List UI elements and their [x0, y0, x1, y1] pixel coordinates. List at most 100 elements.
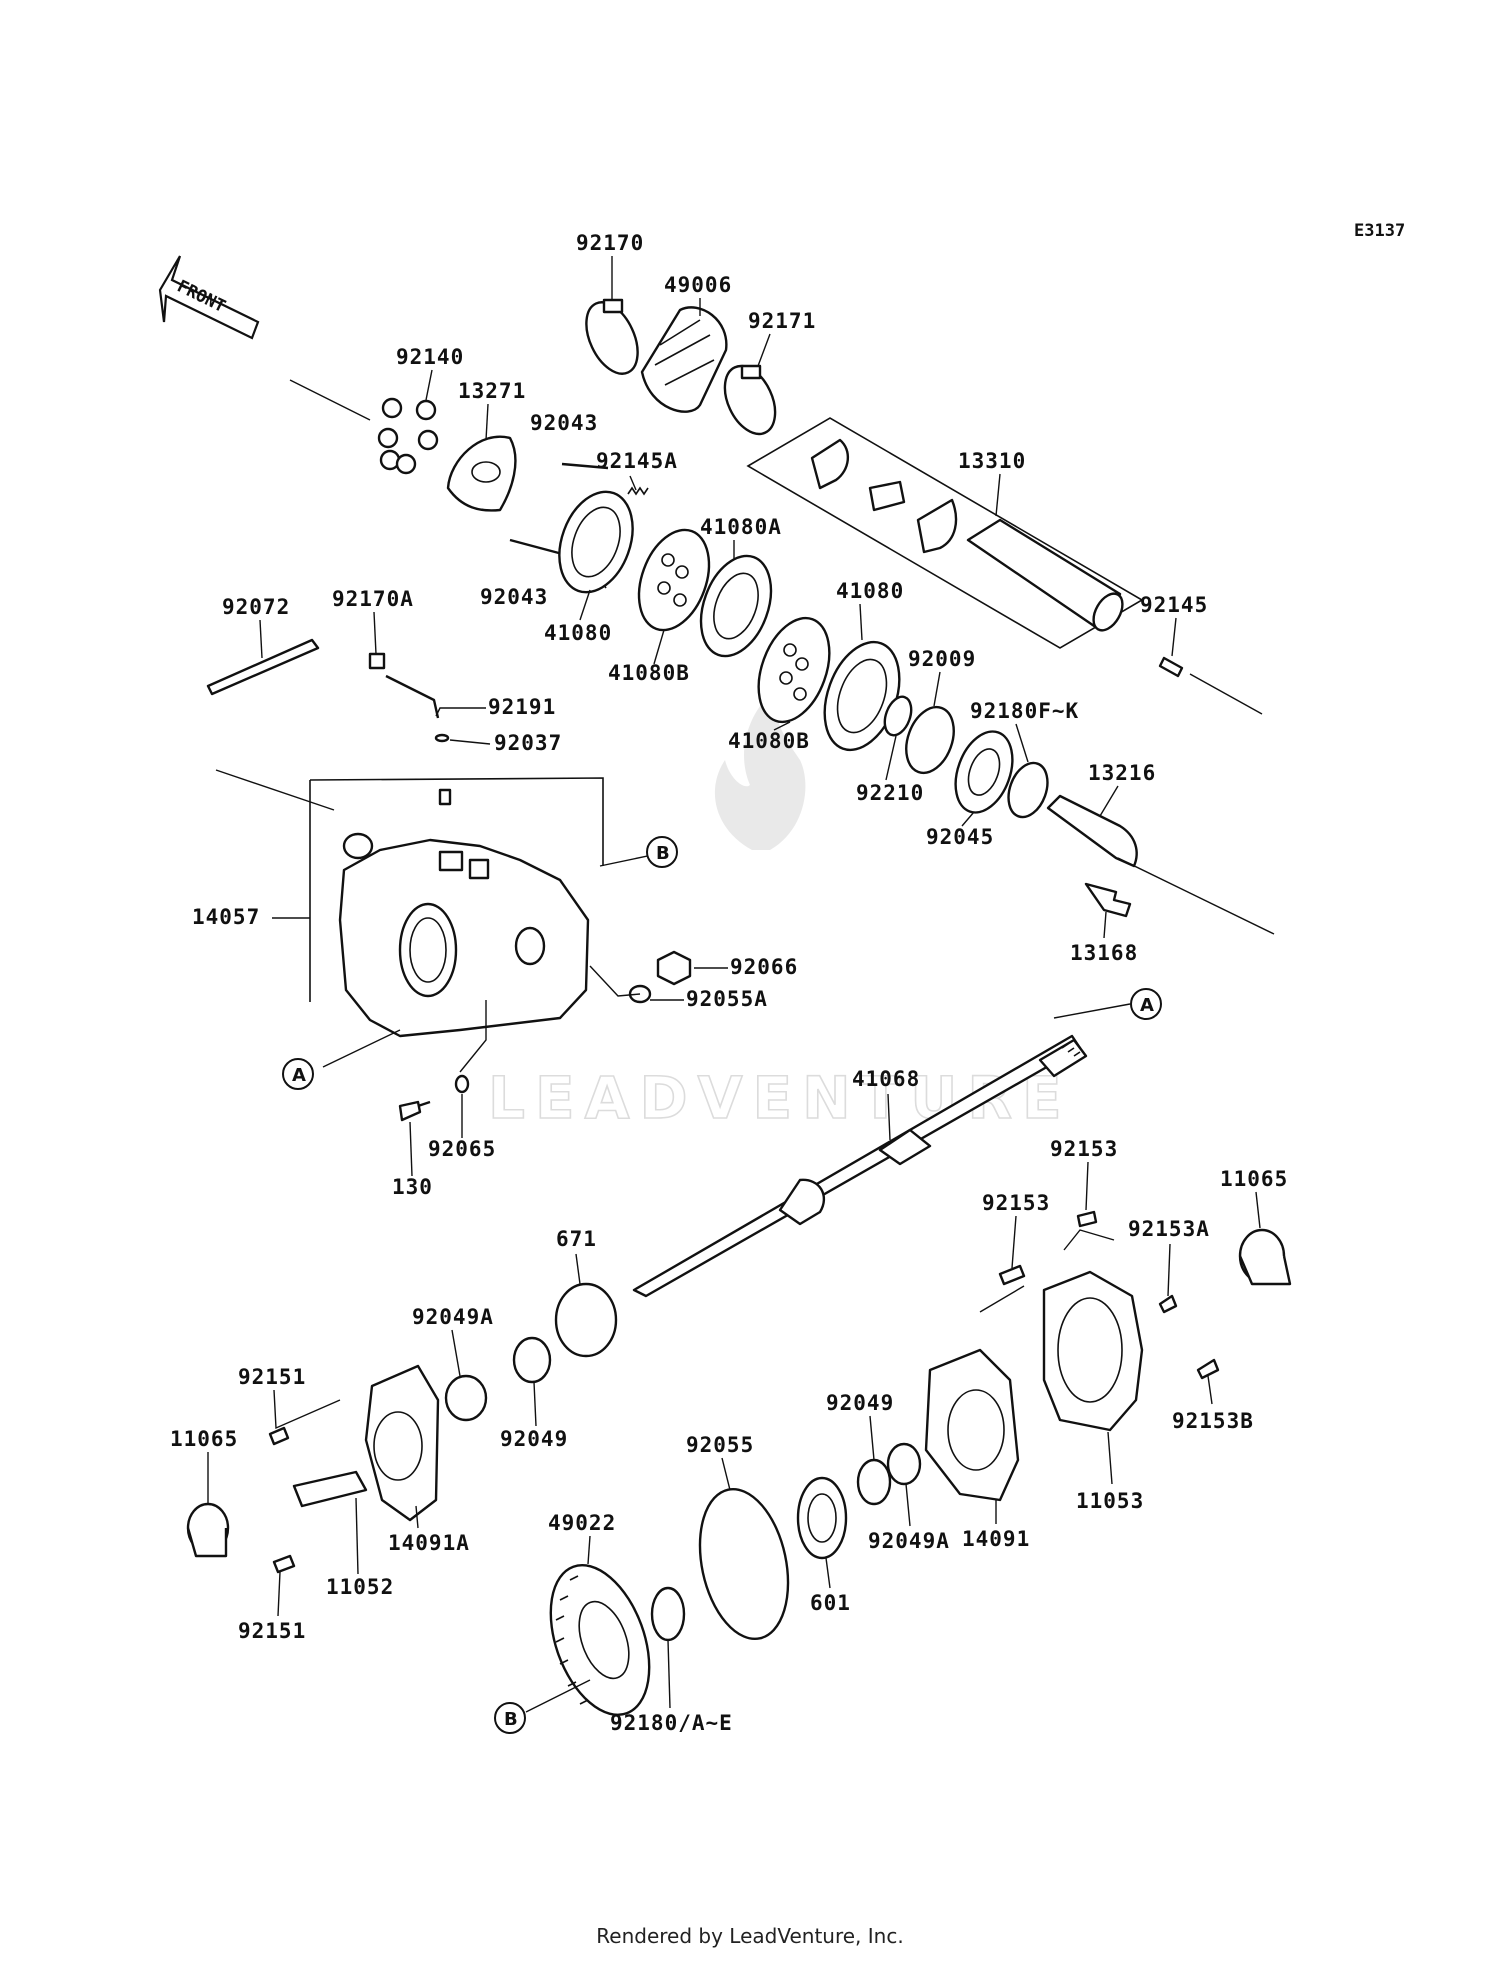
- part-label-92009[interactable]: 92009: [908, 647, 976, 671]
- spring-92145A: [627, 486, 649, 496]
- boot-and-clamps: [585, 298, 777, 436]
- part-label-41068[interactable]: 41068: [852, 1067, 920, 1091]
- part-label-92153A[interactable]: 92153A: [1128, 1217, 1210, 1241]
- part-label-92170A[interactable]: 92170A: [332, 587, 414, 611]
- part-label-92180AE[interactable]: 92180/A~E: [610, 1711, 733, 1735]
- part-label-92049A-left[interactable]: 92049A: [412, 1305, 494, 1329]
- part-label-41080A[interactable]: 41080A: [700, 515, 782, 539]
- part-label-92043-top[interactable]: 92043: [530, 411, 598, 435]
- part-label-92145A[interactable]: 92145A: [596, 449, 678, 473]
- case-14091A: [364, 1364, 440, 1522]
- cam-13271-shape: [446, 435, 517, 512]
- diagram-code: E3137: [1354, 221, 1405, 241]
- part-label-92151-bottom[interactable]: 92151: [238, 1619, 306, 1643]
- clutch-plate-41080A: [699, 554, 773, 658]
- yoke-front: [810, 438, 849, 490]
- part-label-92037[interactable]: 92037: [494, 731, 562, 755]
- part-label-92065[interactable]: 92065: [428, 1137, 496, 1161]
- washer-92065: [454, 1074, 470, 1094]
- part-label-41080-left[interactable]: 41080: [544, 621, 612, 645]
- part-label-11052[interactable]: 11052: [326, 1575, 394, 1599]
- part-label-92140[interactable]: 92140: [396, 345, 464, 369]
- part-label-130[interactable]: 130: [392, 1175, 433, 1199]
- part-label-41080-right[interactable]: 41080: [836, 579, 904, 603]
- clamp-92170-buckle: [602, 298, 624, 314]
- part-label-13216[interactable]: 13216: [1088, 761, 1156, 785]
- part-label-92153-mid[interactable]: 92153: [982, 1191, 1050, 1215]
- part-label-13310[interactable]: 13310: [958, 449, 1026, 473]
- part-label-49022[interactable]: 49022: [548, 1511, 616, 1535]
- part-label-49006[interactable]: 49006: [664, 273, 732, 297]
- part-label-671[interactable]: 671: [556, 1227, 597, 1251]
- part-label-92055[interactable]: 92055: [686, 1433, 754, 1457]
- part-label-13271[interactable]: 13271: [458, 379, 526, 403]
- part-label-11065-right[interactable]: 11065: [1220, 1167, 1288, 1191]
- part-label-41080B-2[interactable]: 41080B: [728, 729, 810, 753]
- breather-fitting: [342, 832, 374, 860]
- part-label-92049A-right[interactable]: 92049A: [868, 1529, 950, 1553]
- bolt-92153-b: [1076, 1210, 1098, 1228]
- part-label-14057[interactable]: 14057: [192, 905, 260, 929]
- part-label-92049-left[interactable]: 92049: [500, 1427, 568, 1451]
- part-label-92170[interactable]: 92170: [576, 231, 644, 255]
- part-label-13168[interactable]: 13168: [1070, 941, 1138, 965]
- bolt-92151-top: [268, 1426, 290, 1446]
- front-arrow: FRONT: [158, 255, 260, 340]
- bolt-92153-a: [998, 1264, 1026, 1286]
- bearing-92049-left: [512, 1336, 552, 1384]
- universal-joint-cross: [868, 480, 906, 512]
- part-label-92191[interactable]: 92191: [488, 695, 556, 719]
- part-label-92049-right[interactable]: 92049: [826, 1391, 894, 1415]
- part-label-41080B-1[interactable]: 41080B: [608, 661, 690, 685]
- part-label-11065-left[interactable]: 11065: [170, 1427, 238, 1451]
- bearing-92045: [954, 730, 1014, 814]
- callout-b-bottom: B: [494, 1702, 526, 1734]
- shaft-13168: [1084, 882, 1132, 918]
- part-label-92151-top[interactable]: 92151: [238, 1365, 306, 1389]
- case-14091: [924, 1348, 1020, 1502]
- part-label-92180FK[interactable]: 92180F~K: [970, 699, 1079, 723]
- part-label-92210[interactable]: 92210: [856, 781, 924, 805]
- shim-92180AE: [650, 1586, 686, 1642]
- bolt-130: [398, 1100, 422, 1122]
- svg-text:A: A: [1140, 995, 1154, 1016]
- part-label-14091[interactable]: 14091: [962, 1527, 1030, 1551]
- ring-gear-49022: [549, 1563, 651, 1717]
- shaft-tube: [966, 518, 1122, 632]
- part-label-601[interactable]: 601: [810, 1591, 851, 1615]
- bolt-92153A: [1158, 1294, 1178, 1314]
- drive-shaft-41068: [632, 1034, 1088, 1298]
- callout-a-left: A: [282, 1058, 314, 1090]
- seal-92049A-left: [444, 1374, 488, 1422]
- part-label-92171[interactable]: 92171: [748, 309, 816, 333]
- label-leaders: [207, 256, 1261, 1709]
- part-label-92055A[interactable]: 92055A: [686, 987, 768, 1011]
- part-label-92153B[interactable]: 92153B: [1172, 1409, 1254, 1433]
- part-label-92072[interactable]: 92072: [222, 595, 290, 619]
- oil-seal-92009: [905, 705, 955, 775]
- housing-14057: [309, 777, 604, 1038]
- part-label-14091A[interactable]: 14091A: [388, 1531, 470, 1555]
- pinion-13216: [1046, 794, 1138, 868]
- svg-text:B: B: [504, 1709, 518, 1730]
- part-label-92066[interactable]: 92066: [730, 955, 798, 979]
- shim-92180FK: [1007, 761, 1049, 819]
- part-label-92145[interactable]: 92145: [1140, 593, 1208, 617]
- friction-disc-41080B-1: [637, 528, 711, 632]
- callout-b-top: B: [646, 836, 678, 868]
- part-label-92153-top[interactable]: 92153: [1050, 1137, 1118, 1161]
- clamp-92171-shape: [723, 364, 777, 436]
- clip-92037: [434, 733, 450, 743]
- part-label-11053[interactable]: 11053: [1076, 1489, 1144, 1513]
- bracket-11052: [292, 1470, 368, 1508]
- hose-92191: [385, 674, 440, 719]
- part-label-92045[interactable]: 92045: [926, 825, 994, 849]
- boot-49006-shape: [640, 306, 728, 413]
- clutch-plate-41080-left: [558, 490, 634, 594]
- housing-body: [338, 838, 590, 1038]
- part-label-92043-bottom[interactable]: 92043: [480, 585, 548, 609]
- front-arrow-icon: [158, 255, 260, 340]
- friction-disc-41080B-2: [757, 616, 831, 724]
